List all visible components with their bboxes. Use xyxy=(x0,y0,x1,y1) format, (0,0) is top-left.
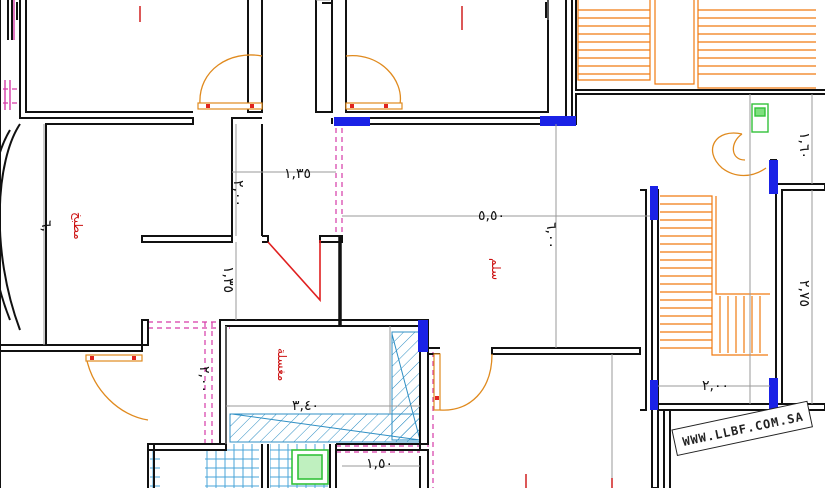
dim-1-60: ١,٦٠ xyxy=(796,132,812,159)
counter-hatch xyxy=(229,413,421,443)
dim-2-75: ٢,٧٥ xyxy=(796,280,812,307)
fixture-bath xyxy=(291,449,329,485)
columns xyxy=(334,116,778,410)
fixture-top-right xyxy=(751,103,769,133)
dim-2-00-left: ٢,٠٠ xyxy=(230,180,246,207)
dimension-lines xyxy=(43,0,813,488)
stair-right xyxy=(660,195,770,356)
dim-6-00-center: ٦,٠٠ xyxy=(543,222,559,249)
dim-2-00-right: ٢,٠٠ xyxy=(702,378,729,394)
door-swings xyxy=(85,54,493,421)
door-leaves xyxy=(85,102,441,411)
dim-6-00-big: ٦,٠٠ xyxy=(38,220,54,247)
dim-5-50: ٥,٥٠ xyxy=(478,208,505,224)
room-label-laundry: مغسلة xyxy=(275,348,289,381)
top-dim-marks xyxy=(16,2,547,20)
dim-3-40: ٣,٤٠ xyxy=(292,398,319,414)
sketch-line xyxy=(267,240,321,303)
dim-2-00-lower: ٢,٠٠ xyxy=(196,366,212,393)
hatch-diagonal xyxy=(231,333,421,441)
dim-1-35-top: ١,٣٥ xyxy=(284,166,311,182)
bath-tile-center xyxy=(205,444,259,488)
left-edge-marks xyxy=(4,0,15,110)
dim-1-50: ١,٥٠ xyxy=(366,456,393,472)
room-label-stair: سلم xyxy=(489,258,503,280)
room-label-kitchen: مطبخ xyxy=(71,212,85,240)
door-jamb-marks xyxy=(90,104,439,400)
top-red-marks xyxy=(139,6,613,488)
stair-top xyxy=(577,0,816,89)
dim-1-35-lower: ١,٣٥ xyxy=(220,266,236,293)
stair-curve-arrow xyxy=(711,132,767,177)
